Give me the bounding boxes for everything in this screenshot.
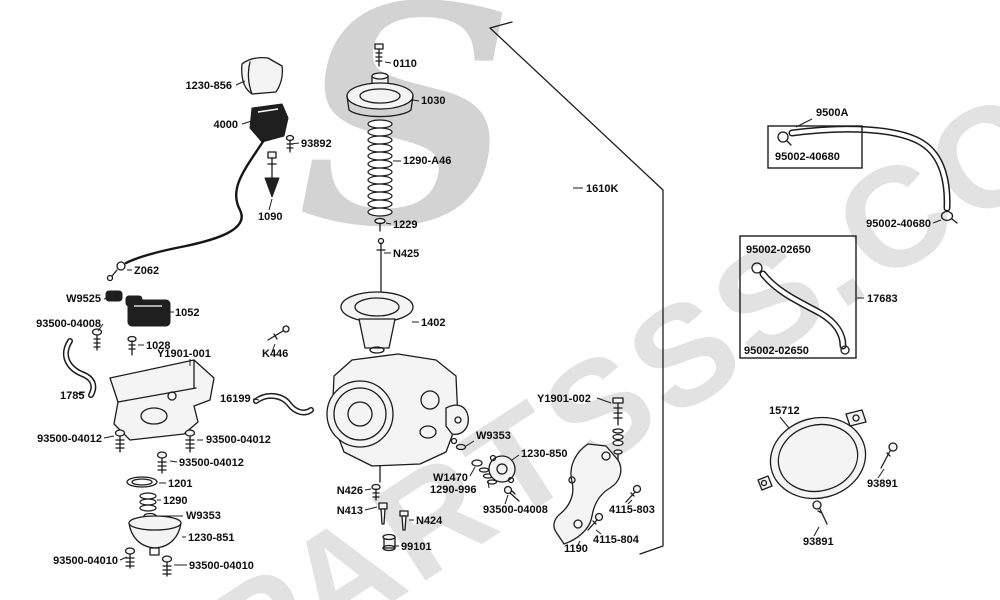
part-label-1090: 1090 bbox=[258, 211, 282, 223]
part-label-16199: 16199 bbox=[220, 393, 251, 405]
part-label-93500-04012-c: 93500-04012 bbox=[179, 457, 244, 469]
part-1290-a46-spring-drawing bbox=[367, 119, 393, 217]
part-label-95002-02650-top: 95002-02650 bbox=[746, 244, 811, 256]
part-1052-bystarter-drawing bbox=[127, 299, 171, 327]
part-label-93891-b: 93891 bbox=[803, 536, 834, 548]
part-9500a-hose-drawing bbox=[788, 125, 958, 224]
part-label-z062: Z062 bbox=[134, 265, 159, 277]
part-label-99101: 99101 bbox=[401, 541, 432, 553]
part-n413-jet-drawing bbox=[378, 502, 388, 525]
part-w1470-washer-drawing bbox=[471, 459, 483, 467]
part-k446-screw-drawing bbox=[267, 325, 290, 341]
part-15712-canister-drawing bbox=[757, 409, 867, 500]
part-label-4115-804: 4115-804 bbox=[593, 534, 640, 546]
part-label-w9353: W9353 bbox=[186, 510, 221, 522]
part-1290-spring-drawing bbox=[139, 492, 157, 512]
part-4115-803-screw-drawing bbox=[625, 484, 642, 503]
part-1030-cap-drawing bbox=[346, 72, 414, 118]
part-label-n413: N413 bbox=[337, 505, 363, 517]
part-1230-856-cap-drawing bbox=[241, 56, 284, 95]
part-label-y1901-001: Y1901-001 bbox=[157, 348, 211, 360]
part-label-w1470: W1470 bbox=[433, 472, 468, 484]
part-label-1290: 1290 bbox=[163, 495, 187, 507]
part-4000-intake-drawing bbox=[249, 103, 289, 143]
part-93500-04008-screw-right-drawing bbox=[503, 485, 520, 502]
part-label-93500-04010-a: 93500-04010 bbox=[53, 555, 118, 567]
part-label-17683: 17683 bbox=[867, 293, 898, 305]
clamp-95002-40680-box bbox=[767, 125, 863, 169]
part-label-w9353-b: W9353 bbox=[476, 430, 511, 442]
part-label-9500a: 9500A bbox=[816, 107, 848, 119]
leader-lines bbox=[76, 61, 942, 566]
carburetor-body-drawing bbox=[326, 353, 469, 483]
part-label-93891-a: 93891 bbox=[867, 478, 898, 490]
part-label-4000: 4000 bbox=[214, 119, 238, 131]
part-label-1052: 1052 bbox=[175, 307, 199, 319]
part-1785-hose-drawing bbox=[62, 338, 97, 398]
part-label-0110: 0110 bbox=[393, 58, 417, 70]
part-n425-needle-drawing bbox=[376, 237, 386, 294]
part-label-93500-04012-a: 93500-04012 bbox=[37, 433, 102, 445]
part-label-1290-a46: 1290-A46 bbox=[403, 155, 451, 167]
part-label-1229: 1229 bbox=[393, 219, 417, 231]
part-label-93892: 93892 bbox=[301, 138, 332, 150]
part-label-93500-04010-b: 93500-04010 bbox=[189, 560, 254, 572]
part-y1901-001-body-drawing bbox=[109, 359, 215, 441]
part-label-n425: N425 bbox=[393, 248, 419, 260]
part-label-k446: K446 bbox=[262, 348, 288, 360]
part-label-1230-850: 1230-850 bbox=[521, 448, 568, 460]
part-1229-seat-drawing bbox=[374, 217, 386, 232]
part-label-1230-851: 1230-851 bbox=[188, 532, 235, 544]
part-1230-851-chamber-drawing bbox=[128, 515, 182, 556]
part-99101-jet-drawing bbox=[382, 533, 396, 552]
part-label-95002-40680-right: 95002-40680 bbox=[866, 218, 931, 230]
part-1028-screw-drawing bbox=[127, 335, 137, 356]
part-w9353-second-drawing bbox=[450, 437, 467, 451]
part-label-1610k: 1610K bbox=[586, 183, 618, 195]
part-label-n426: N426 bbox=[337, 485, 363, 497]
part-label-n424: N424 bbox=[416, 515, 443, 527]
part-93500-04010-screws-drawing bbox=[124, 547, 173, 577]
part-label-w9525: W9525 bbox=[66, 293, 101, 305]
part-n426-screw-drawing bbox=[371, 483, 381, 501]
part-label-95002-40680-boxed: 95002-40680 bbox=[775, 151, 840, 163]
part-4115-804-screw-drawing bbox=[587, 512, 604, 531]
part-label-93500-04012-b: 93500-04012 bbox=[206, 434, 271, 446]
part-1190-bracket-drawing bbox=[553, 443, 622, 545]
part-16199-hose-drawing bbox=[253, 392, 314, 416]
part-label-1201: 1201 bbox=[168, 478, 192, 490]
hose-17683-box bbox=[739, 235, 857, 359]
part-n424-jet-drawing bbox=[399, 510, 409, 531]
part-label-1402: 1402 bbox=[421, 317, 445, 329]
part-label-15712: 15712 bbox=[769, 405, 800, 417]
assembly-bracket-1610k bbox=[489, 21, 664, 555]
part-1090-needle-drawing bbox=[264, 151, 280, 198]
watermark-logo-icon: S bbox=[298, 0, 515, 293]
part-label-4115-803: 4115-803 bbox=[609, 504, 655, 516]
part-label-93500-04008-b: 93500-04008 bbox=[483, 504, 548, 516]
bystarter-wire-drawing bbox=[124, 138, 266, 265]
part-93891-screws-drawing bbox=[812, 442, 898, 525]
part-label-1290-996: 1290-996 bbox=[430, 484, 477, 496]
part-1402-diaphragm-drawing bbox=[340, 291, 414, 354]
part-label-93500-04008-left: 93500-04008 bbox=[36, 318, 101, 330]
part-93500-04008-screw-left-drawing bbox=[91, 328, 103, 351]
part-label-1785: 1785 bbox=[60, 390, 84, 402]
part-label-1230-856: 1230-856 bbox=[186, 80, 233, 92]
part-93500-04012-screws-drawing bbox=[114, 429, 196, 474]
part-z062-connector-drawing bbox=[106, 261, 126, 282]
part-label-y1901-002: Y1901-002 bbox=[537, 393, 591, 405]
part-1230-850-cover-drawing bbox=[488, 454, 516, 484]
part-label-1030: 1030 bbox=[421, 95, 445, 107]
part-label-1028: 1028 bbox=[146, 340, 170, 352]
part-label-1190: 1190 bbox=[564, 543, 588, 555]
part-1201-gasket-drawing bbox=[126, 476, 158, 488]
part-label-95002-02650-bottom: 95002-02650 bbox=[744, 345, 809, 357]
part-0110-bolt-drawing bbox=[374, 43, 384, 67]
